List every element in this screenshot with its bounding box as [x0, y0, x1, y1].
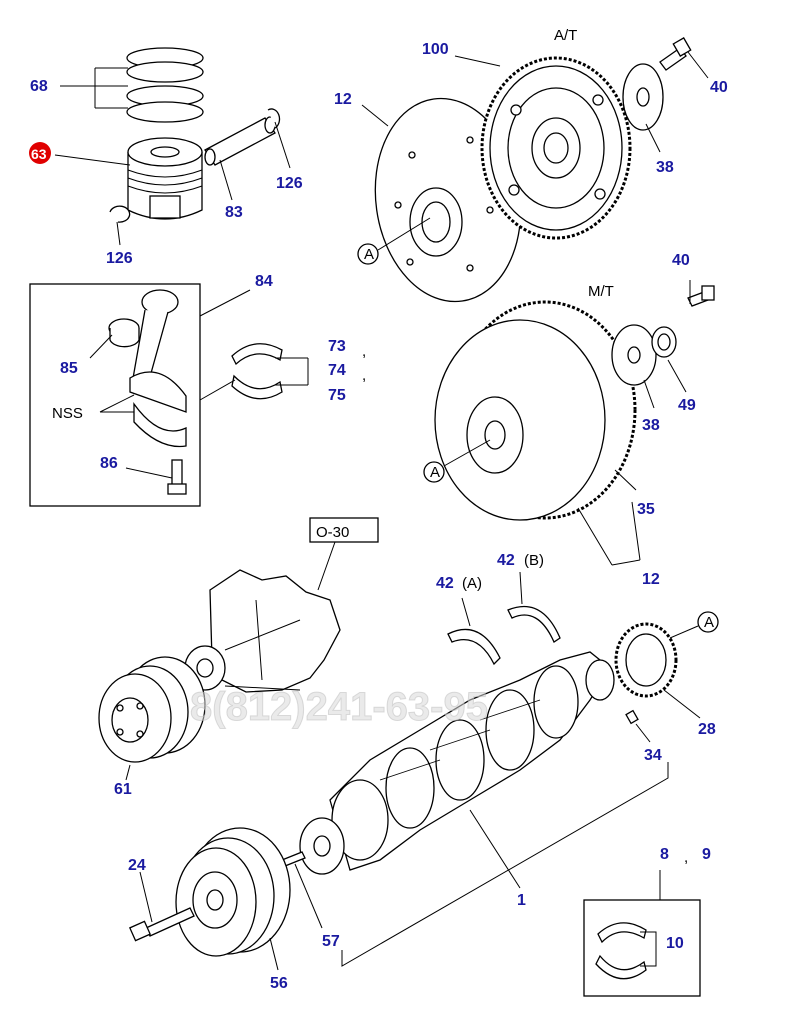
- at-label: A/T: [554, 27, 577, 44]
- part-label-28[interactable]: 28: [698, 721, 716, 738]
- part-label-42b-suffix: (B): [524, 552, 544, 569]
- flywheel-drawing: [434, 300, 637, 521]
- ref-circle-a3: [669, 611, 719, 639]
- part-label-74[interactable]: 74: [328, 362, 346, 379]
- key-drawing: [625, 709, 639, 725]
- part-label-68[interactable]: 68: [30, 78, 48, 95]
- conrod-bearing-shells-drawing: [231, 343, 283, 400]
- nss-label: NSS: [52, 405, 83, 422]
- part-label-9[interactable]: 9: [702, 846, 711, 863]
- comma-74: ,: [362, 367, 366, 384]
- thrust-washers-drawing: [447, 605, 561, 666]
- part-label-126-left[interactable]: 126: [106, 250, 133, 267]
- part-label-100[interactable]: 100: [422, 41, 449, 58]
- fan-pulley-drawing: [98, 656, 206, 763]
- connecting-rod-frame: [29, 283, 201, 507]
- bolt-plate-at-drawing: [622, 37, 692, 131]
- part-label-83[interactable]: 83: [225, 204, 243, 221]
- part-label-1[interactable]: 1: [517, 892, 526, 909]
- part-label-42b[interactable]: 42: [497, 552, 515, 569]
- part-label-49[interactable]: 49: [678, 397, 696, 414]
- part-label-84[interactable]: 84: [255, 273, 273, 290]
- part-label-42a-suffix: (A): [462, 575, 482, 592]
- ref-a3-text: A: [704, 614, 714, 631]
- part-label-38-bottom[interactable]: 38: [642, 417, 660, 434]
- part-label-34[interactable]: 34: [644, 747, 662, 764]
- part-label-126-right[interactable]: 126: [276, 175, 303, 192]
- main-bearing-frame: [583, 899, 701, 997]
- part-label-24[interactable]: 24: [128, 857, 146, 874]
- part-label-40-bottom[interactable]: 40: [672, 252, 690, 269]
- bolt-plate-mt-drawing: [611, 285, 715, 386]
- crank-pulley-drawing: [175, 827, 291, 957]
- crank-gear-drawing: [614, 622, 678, 698]
- part-label-10[interactable]: 10: [666, 935, 684, 952]
- comma-8: ,: [684, 849, 688, 866]
- ref-circle-a1: [357, 217, 431, 265]
- part-label-12-bottom[interactable]: 12: [642, 571, 660, 588]
- part-label-35[interactable]: 35: [637, 501, 655, 518]
- crank-hub-drawing: [299, 817, 345, 875]
- part-label-40-top[interactable]: 40: [710, 79, 728, 96]
- part-label-63-highlight[interactable]: 63: [29, 142, 51, 164]
- water-pump-drawing: [184, 569, 341, 693]
- part-label-12-top[interactable]: 12: [334, 91, 352, 108]
- ref-a1-text: A: [364, 246, 374, 263]
- mt-label: M/T: [588, 283, 614, 300]
- ref-box-o30[interactable]: [309, 517, 379, 543]
- part-label-86[interactable]: 86: [100, 455, 118, 472]
- piston-drawing: [127, 137, 203, 220]
- part-label-75[interactable]: 75: [328, 387, 346, 404]
- part-label-85[interactable]: 85: [60, 360, 78, 377]
- part-label-61[interactable]: 61: [114, 781, 132, 798]
- part-label-73[interactable]: 73: [328, 338, 346, 355]
- part-label-42a[interactable]: 42: [436, 575, 454, 592]
- watermark-text: 8(812)241-63-95: [190, 685, 488, 729]
- part-label-56[interactable]: 56: [270, 975, 288, 992]
- part-label-63[interactable]: 63: [31, 146, 47, 162]
- main-bearing-shells-drawing: [595, 922, 647, 980]
- part-label-38-top[interactable]: 38: [656, 159, 674, 176]
- pulley-bolt-drawing: [128, 907, 195, 942]
- part-label-8[interactable]: 8: [660, 846, 669, 863]
- crankshaft-drawing: [329, 651, 615, 871]
- part-label-57[interactable]: 57: [322, 933, 340, 950]
- ref-o30-text[interactable]: O-30: [316, 524, 349, 541]
- circlip-left-drawing: [109, 205, 131, 223]
- ref-a2-text: A: [430, 464, 440, 481]
- connecting-rod-drawing: [108, 289, 187, 495]
- piston-pin-drawing: [204, 116, 276, 166]
- ring-gear-drive-plate-drawing: [480, 56, 632, 240]
- ref-circle-a2: [423, 439, 491, 483]
- piston-rings-drawing: [126, 47, 204, 123]
- comma-73: ,: [362, 343, 366, 360]
- circlip-right-drawing: [267, 108, 281, 129]
